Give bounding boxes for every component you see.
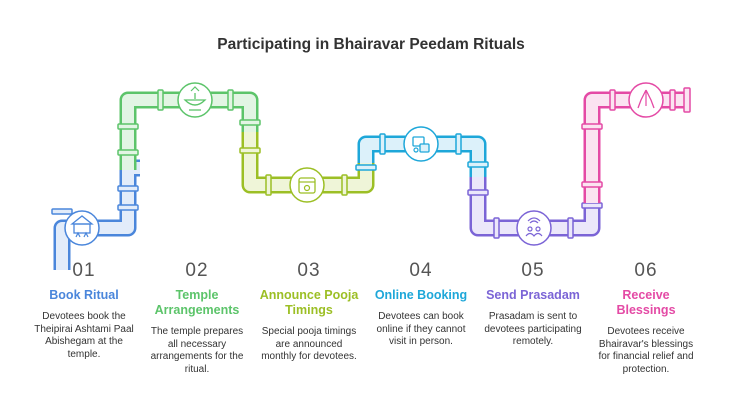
lamp-icon [177, 82, 213, 118]
step-description: The temple prepares all necessary arrang… [150, 326, 244, 375]
calendar-icon [289, 167, 325, 203]
step-label: Announce Pooja Timings [259, 288, 359, 317]
online-booking-icon [403, 126, 439, 162]
praying-hands-icon [628, 82, 664, 118]
step-description: Devotees book the Theipirai Ashtami Paal… [34, 311, 134, 360]
step-number: 01 [72, 260, 96, 281]
step-4: 04 Online Booking Devotees can book onli… [369, 260, 473, 349]
step-number: 04 [409, 260, 433, 281]
step-number: 05 [521, 260, 545, 281]
step-1: 01 Book Ritual Devotees book the Theipir… [32, 260, 136, 361]
step-3: 03 Announce Pooja Timings Special pooja … [257, 260, 361, 364]
step-description: Devotees can book online if they cannot … [376, 311, 466, 347]
step-label: Send Prasadam [486, 288, 580, 302]
temple-icon [64, 210, 100, 246]
step-5: 05 Send Prasadam Prasadam is sent to dev… [481, 260, 585, 349]
step-label: Temple Arrangements [154, 288, 240, 317]
step-label: Online Booking [374, 288, 468, 302]
step-number: 03 [297, 260, 321, 281]
step-label: Receive Blessings [616, 288, 676, 317]
step-label: Book Ritual [49, 288, 119, 302]
diagram-title: Participating in Bhairavar Peedam Ritual… [217, 36, 525, 53]
step-2: 02 Temple Arrangements The temple prepar… [145, 260, 249, 376]
step-6: 06 Receive Blessings Devotees receive Bh… [594, 260, 698, 376]
step-description: Special pooja timings are announced mont… [261, 326, 357, 362]
step-number: 06 [634, 260, 658, 281]
step-number: 02 [185, 260, 209, 281]
step-description: Prasadam is sent to devotees participati… [484, 311, 582, 347]
broadcast-people-icon [516, 210, 552, 246]
step-description: Devotees receive Bhairavar's blessings f… [598, 326, 694, 375]
